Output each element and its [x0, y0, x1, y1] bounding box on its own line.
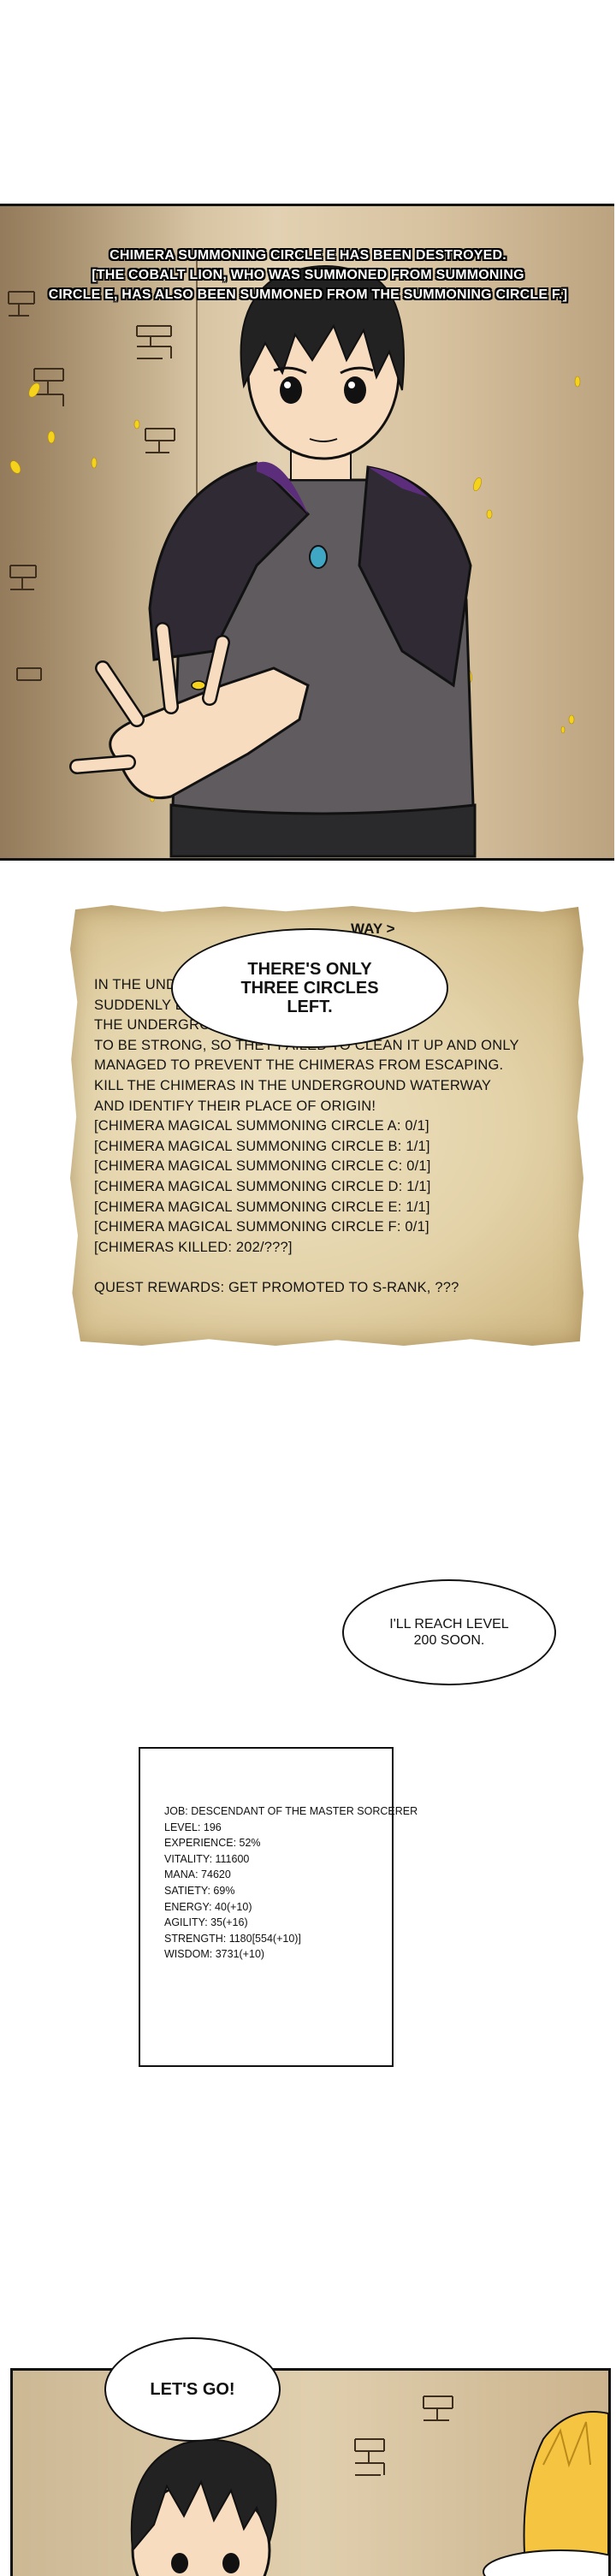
- sorcerer-head: [130, 2438, 277, 2576]
- sorcerer-illustration: [8, 258, 581, 858]
- quest-rewards: QUEST REWARDS: GET PROMOTED TO S-RANK, ?…: [94, 1279, 459, 1295]
- speech-bubble-three-circles: THERE'S ONLY THREE CIRCLES LEFT.: [171, 928, 448, 1048]
- brick-cracks-right: [354, 2395, 453, 2476]
- bubble-line: 200 SOON.: [413, 1633, 485, 1648]
- blond-character-hair: [523, 2411, 608, 2576]
- quest-description: IN THE UND ERAS SUDDENLY BE TO CLEAR THE…: [94, 975, 573, 1299]
- bubble-line: THREE CIRCLES: [240, 979, 379, 998]
- quest-line: AND IDENTIFY THEIR PLACE OF ORIGIN!: [94, 1098, 376, 1114]
- speech-bubble-lets-go: LET'S GO!: [104, 2337, 281, 2442]
- panel-sorcerer-casting: CHIMERA SUMMONING CIRCLE E HAS BEEN DEST…: [0, 204, 614, 861]
- quest-spacer: [94, 1258, 573, 1278]
- quest-line: KILL THE CHIMERAS IN THE UNDERGROUND WAT…: [94, 1077, 492, 1093]
- ring-icon: [191, 680, 206, 690]
- stat-level: LEVEL: 196: [164, 1821, 222, 1833]
- stat-satiety: SATIETY: 69%: [164, 1884, 235, 1897]
- quest-circle-c: [CHIMERA MAGICAL SUMMONING CIRCLE C: 0/1…: [94, 1158, 431, 1175]
- quest-circle-f: [CHIMERA MAGICAL SUMMONING CIRCLE F: 0/1…: [94, 1219, 429, 1235]
- status-window: [139, 1747, 394, 2067]
- quest-line: MANAGED TO PREVENT THE CHIMERAS FROM ESC…: [94, 1057, 504, 1074]
- stat-mana: MANA: 74620: [164, 1868, 231, 1881]
- quest-circle-e: [CHIMERA MAGICAL SUMMONING CIRCLE E: 1/1…: [94, 1199, 430, 1215]
- panel-lets-go: [10, 2368, 611, 2576]
- bubble-line: I'LL REACH LEVEL: [389, 1617, 509, 1631]
- speech-bubble-fragment: [483, 2549, 608, 2576]
- stat-agility: AGILITY: 35(+16): [164, 1916, 248, 1929]
- sorcerer-character: [69, 265, 477, 858]
- stat-experience: EXPERIENCE: 52%: [164, 1837, 261, 1850]
- quest-circle-b: [CHIMERA MAGICAL SUMMONING CIRCLE B: 1/1…: [94, 1138, 430, 1154]
- cloak-gem-icon: [309, 545, 328, 569]
- stat-vitality: VITALITY: 111600: [164, 1852, 250, 1865]
- bubble-line: LEFT.: [287, 998, 333, 1016]
- status-stats: JOB: DESCENDANT OF THE MASTER SORCERER L…: [164, 1803, 418, 1963]
- bubble-line: THERE'S ONLY: [247, 960, 372, 979]
- quest-kill-count: [CHIMERAS KILLED: 202/???]: [94, 1239, 293, 1255]
- stat-wisdom: WISDOM: 3731(+10): [164, 1948, 265, 1961]
- quest-circle-d: [CHIMERA MAGICAL SUMMONING CIRCLE D: 1/1…: [94, 1178, 431, 1194]
- system-message-caption: CHIMERA SUMMONING CIRCLE E HAS BEEN DEST…: [48, 248, 568, 302]
- quest-circle-a: [CHIMERA MAGICAL SUMMONING CIRCLE A: 0/1…: [94, 1118, 429, 1134]
- stat-strength: STRENGTH: 1180[554(+10)]: [164, 1932, 301, 1945]
- stat-job: JOB: DESCENDANT OF THE MASTER SORCERER: [164, 1805, 418, 1817]
- panel2-illustration: [130, 2395, 608, 2576]
- speech-bubble-reach-level: I'LL REACH LEVEL 200 SOON.: [342, 1579, 556, 1685]
- stat-energy: ENERGY: 40(+10): [164, 1900, 252, 1913]
